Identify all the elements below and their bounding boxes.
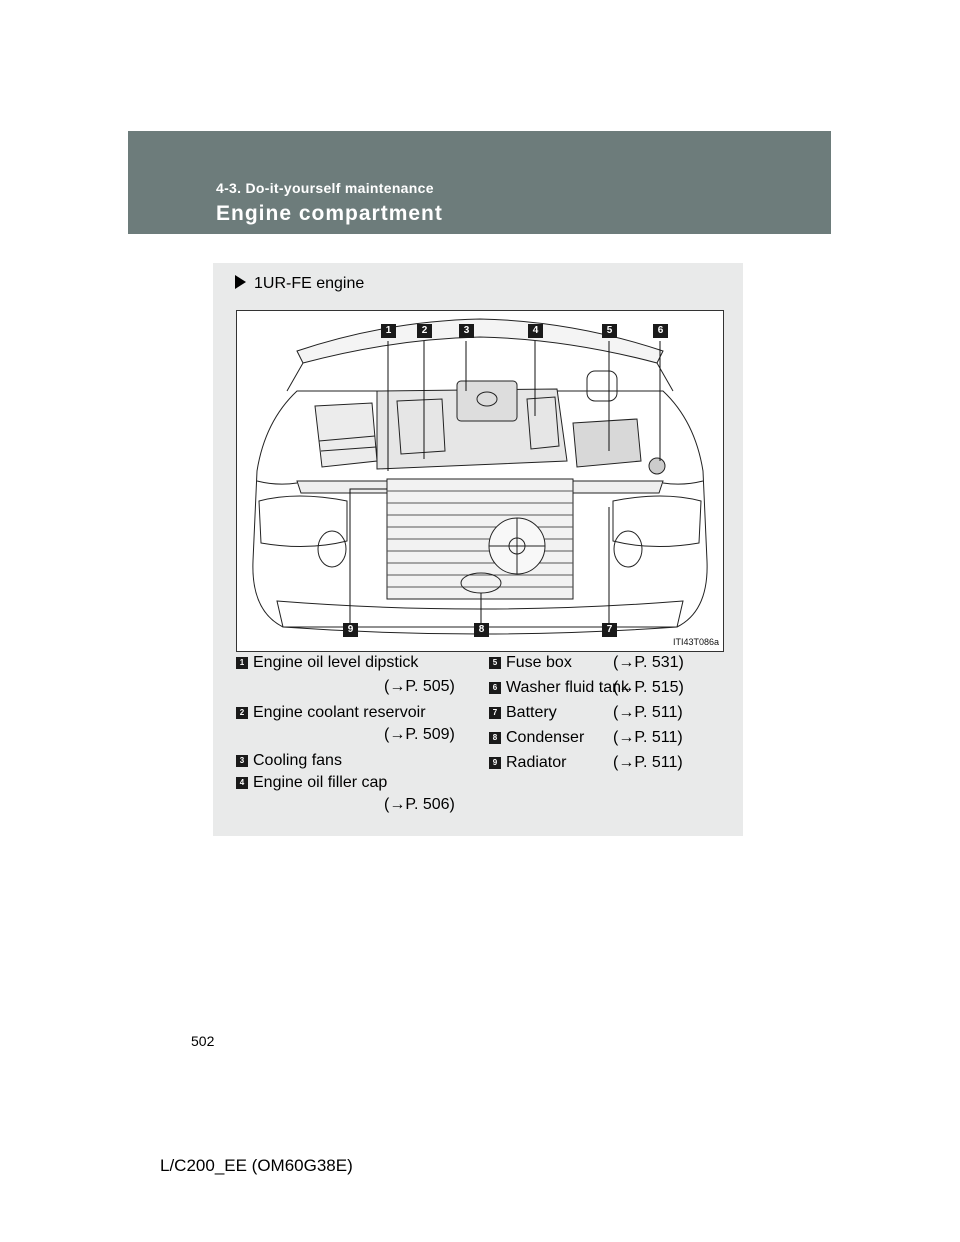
legend-badge: 3	[236, 755, 248, 767]
callout-7: 7	[602, 623, 617, 637]
legend-name: Engine oil level dipstick	[253, 654, 419, 671]
engine-compartment-illustration: 1 2 3 4 5 6 7 8 9 ITI43T086a	[236, 310, 724, 652]
legend-name: Washer fluid tank	[506, 679, 630, 696]
legend-badge: 6	[489, 682, 501, 694]
legend-badge: 9	[489, 757, 501, 769]
page-number: 502	[191, 1033, 215, 1049]
engine-variant-text: 1UR-FE engine	[254, 275, 365, 292]
legend-badge: 5	[489, 657, 501, 669]
callout-3: 3	[459, 324, 474, 338]
engine-drawing	[252, 318, 708, 635]
legend-badge: 8	[489, 732, 501, 744]
legend-name: Condenser	[506, 729, 585, 746]
page-title: Engine compartment	[216, 202, 443, 225]
legend-badge: 2	[236, 707, 248, 719]
page-reference-link[interactable]: (→P. 511)	[613, 754, 683, 771]
callout-9: 9	[343, 623, 358, 637]
callout-5: 5	[602, 324, 617, 338]
callout-4: 4	[528, 324, 543, 338]
legend-name: Engine oil filler cap	[253, 774, 388, 791]
legend-name: Battery	[506, 704, 557, 721]
page-reference-link[interactable]: (→P. 511)	[613, 729, 683, 746]
footer-document-code: L/C200_EE (OM60G38E)	[160, 1156, 353, 1175]
legend-name: Engine coolant reservoir	[253, 704, 426, 721]
page-reference-link[interactable]: (→P. 509)	[384, 726, 455, 743]
figure-code: ITI43T086a	[672, 637, 719, 647]
callout-1: 1	[381, 324, 396, 338]
engine-variant-label: 1UR-FE engine	[235, 275, 364, 293]
section-header: 4-3. Do-it-yourself maintenance Engine c…	[128, 131, 831, 234]
callout-8: 8	[474, 623, 489, 637]
arrow-right-icon	[235, 275, 246, 289]
page-reference-link[interactable]: (→P. 515)	[613, 679, 684, 696]
legend-name: Fuse box	[506, 654, 572, 671]
callout-6: 6	[653, 324, 668, 338]
page-reference-link[interactable]: (→P. 506)	[384, 796, 455, 813]
callout-2: 2	[417, 324, 432, 338]
page-reference-link[interactable]: (→P. 531)	[613, 654, 684, 671]
legend-badge: 1	[236, 657, 248, 669]
page-reference-link[interactable]: (→P. 511)	[613, 704, 683, 721]
page-reference-link[interactable]: (→P. 505)	[384, 678, 455, 695]
legend-name: Radiator	[506, 754, 567, 771]
section-label: 4-3. Do-it-yourself maintenance	[216, 180, 434, 196]
legend-badge: 4	[236, 777, 248, 789]
legend-badge: 7	[489, 707, 501, 719]
legend-name: Cooling fans	[253, 752, 342, 769]
